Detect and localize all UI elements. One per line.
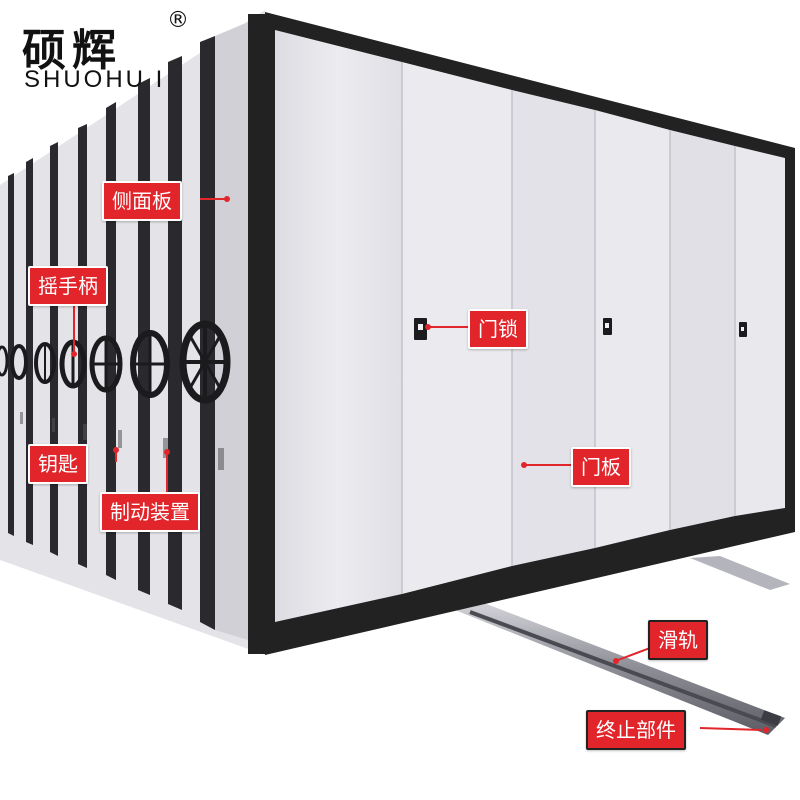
label-hand-crank: 摇手柄 — [28, 266, 108, 306]
brand-logo-en: SHUOHU I — [24, 66, 166, 93]
label-side-panel: 侧面板 — [102, 181, 182, 221]
callout-leaders — [71, 196, 769, 733]
label-door-lock: 门锁 — [468, 309, 528, 349]
end-stop-block — [760, 710, 782, 726]
label-brake-device: 制动装置 — [100, 492, 200, 532]
label-key: 钥匙 — [28, 444, 88, 484]
label-slide-rail: 滑轨 — [648, 620, 708, 660]
brand-logo-cn: 硕辉 — [22, 25, 122, 76]
registered-mark: ® — [167, 8, 189, 33]
label-door-panel: 门板 — [571, 447, 631, 487]
side-panels — [0, 10, 265, 655]
label-end-stop: 终止部件 — [586, 710, 686, 750]
front-door-panels — [265, 12, 795, 655]
crank-wheel-1 — [179, 320, 231, 404]
slide-rail — [450, 556, 790, 735]
